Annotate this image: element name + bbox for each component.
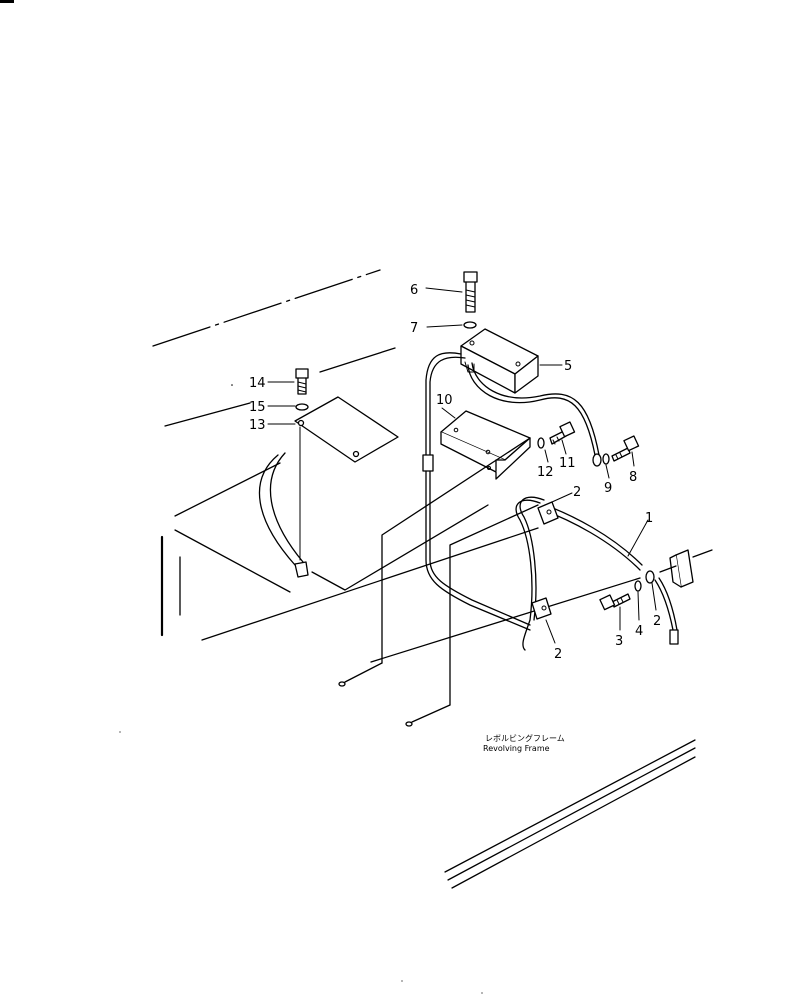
callout-15: 15 — [249, 400, 266, 415]
frame-caption-english: Revolving Frame — [483, 744, 550, 753]
callout-1: 1 — [645, 511, 653, 526]
speck — [401, 980, 403, 982]
callout-2: 2 — [653, 614, 661, 629]
callout-11: 11 — [559, 456, 576, 471]
connector-lower — [531, 597, 552, 620]
connector-upper — [537, 501, 559, 525]
lower-mount-bracket — [294, 561, 309, 578]
bolt-3 — [599, 593, 631, 611]
callout-5: 5 — [564, 359, 572, 374]
callout-7: 7 — [410, 321, 418, 336]
callout-9: 9 — [604, 481, 612, 496]
mounting-bolt-6 — [463, 271, 478, 313]
frame-caption-japanese: レボルビングフレーム — [485, 733, 565, 743]
washer-4 — [634, 580, 642, 592]
frame-outline — [152, 269, 641, 663]
leader-lines — [267, 287, 657, 644]
speck — [231, 384, 233, 386]
callout-12: 12 — [537, 465, 554, 480]
bolt-11 — [549, 421, 576, 445]
mounting-bolt-14 — [295, 368, 309, 395]
speck — [119, 731, 121, 733]
callout-6: 6 — [410, 283, 418, 298]
callout-13: 13 — [249, 418, 266, 433]
bolt-8 — [611, 435, 640, 462]
wiring-harness — [422, 352, 713, 651]
clamp-right — [669, 549, 694, 588]
callout-4: 4 — [635, 624, 643, 639]
callout-3: 3 — [615, 634, 623, 649]
callout-2: 2 — [573, 485, 581, 500]
callout-2: 2 — [554, 647, 562, 662]
corner-mark — [0, 0, 14, 3]
mounting-bracket — [440, 410, 531, 480]
callouts: 1 2 2 2 3 4 5 6 7 8 9 10 11 12 13 14 15 — [249, 283, 661, 662]
revolving-frame-rails — [444, 739, 696, 889]
curved-hose — [258, 454, 296, 566]
washer-7 — [463, 321, 477, 329]
washer-15 — [295, 403, 309, 411]
lead-lines — [338, 437, 539, 727]
speck — [481, 992, 483, 994]
callout-8: 8 — [629, 470, 637, 485]
callout-14: 14 — [249, 376, 266, 391]
control-unit — [460, 328, 539, 394]
washer-9 — [602, 453, 610, 465]
callout-10: 10 — [436, 393, 453, 408]
curved-hose-inner — [269, 452, 304, 563]
washer-12 — [537, 437, 545, 449]
cover-plate — [294, 396, 399, 463]
